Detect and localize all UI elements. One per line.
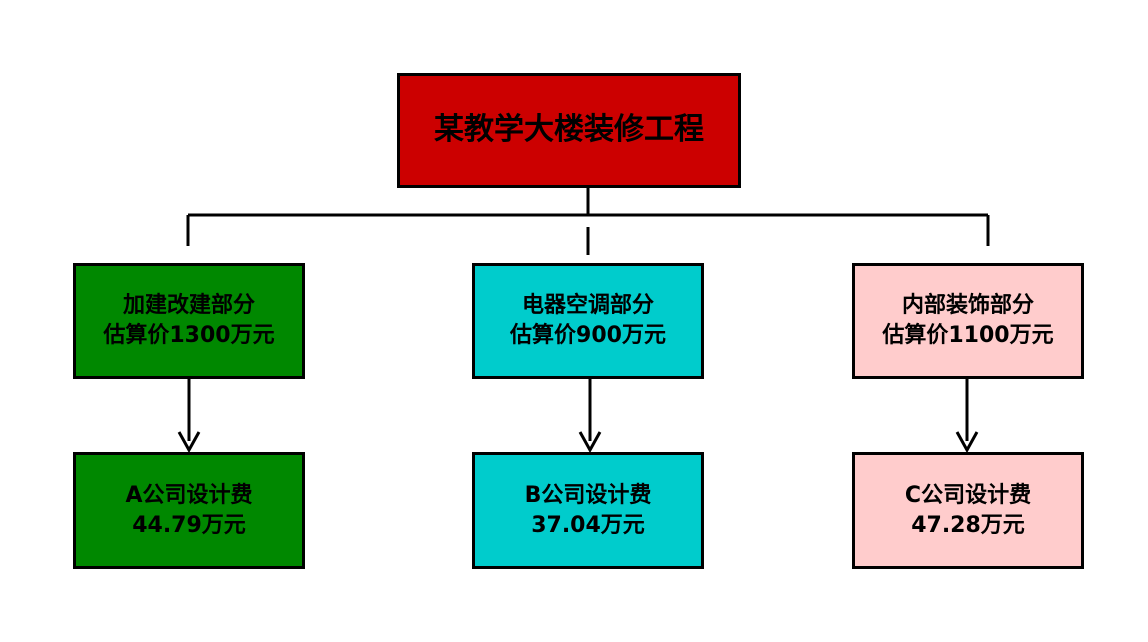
- leaf-node-title: C公司设计费: [904, 482, 1032, 508]
- root-node: 某教学大楼装修工程: [397, 73, 741, 188]
- branch-node-renovation: 加建改建部分 估算价1300万元: [73, 263, 305, 379]
- arrowhead-b: [578, 431, 602, 454]
- leaf-node-company-a: A公司设计费 44.79万元: [73, 452, 305, 569]
- branch-node-title: 加建改建部分: [122, 293, 255, 319]
- branch-node-estimate: 估算价1100万元: [882, 323, 1054, 348]
- branch-node-title: 内部装饰部分: [901, 293, 1034, 319]
- root-node-label: 某教学大楼装修工程: [434, 112, 704, 148]
- branch-node-title: 电器空调部分: [521, 293, 654, 319]
- branch-node-estimate: 估算价900万元: [510, 323, 666, 348]
- branch-node-interior: 内部装饰部分 估算价1100万元: [852, 263, 1084, 379]
- leaf-node-fee: 47.28万元: [911, 512, 1025, 538]
- branch-node-electrical-hvac: 电器空调部分 估算价900万元: [472, 263, 704, 379]
- leaf-node-title: A公司设计费: [125, 482, 253, 508]
- leaf-node-title: B公司设计费: [524, 482, 652, 508]
- leaf-node-fee: 37.04万元: [531, 512, 645, 538]
- leaf-node-fee: 44.79万元: [132, 512, 246, 538]
- arrowhead-a: [177, 431, 201, 454]
- leaf-node-company-c: C公司设计费 47.28万元: [852, 452, 1084, 569]
- leaf-node-company-b: B公司设计费 37.04万元: [472, 452, 704, 569]
- arrowhead-c: [955, 431, 979, 454]
- branch-node-estimate: 估算价1300万元: [103, 323, 275, 348]
